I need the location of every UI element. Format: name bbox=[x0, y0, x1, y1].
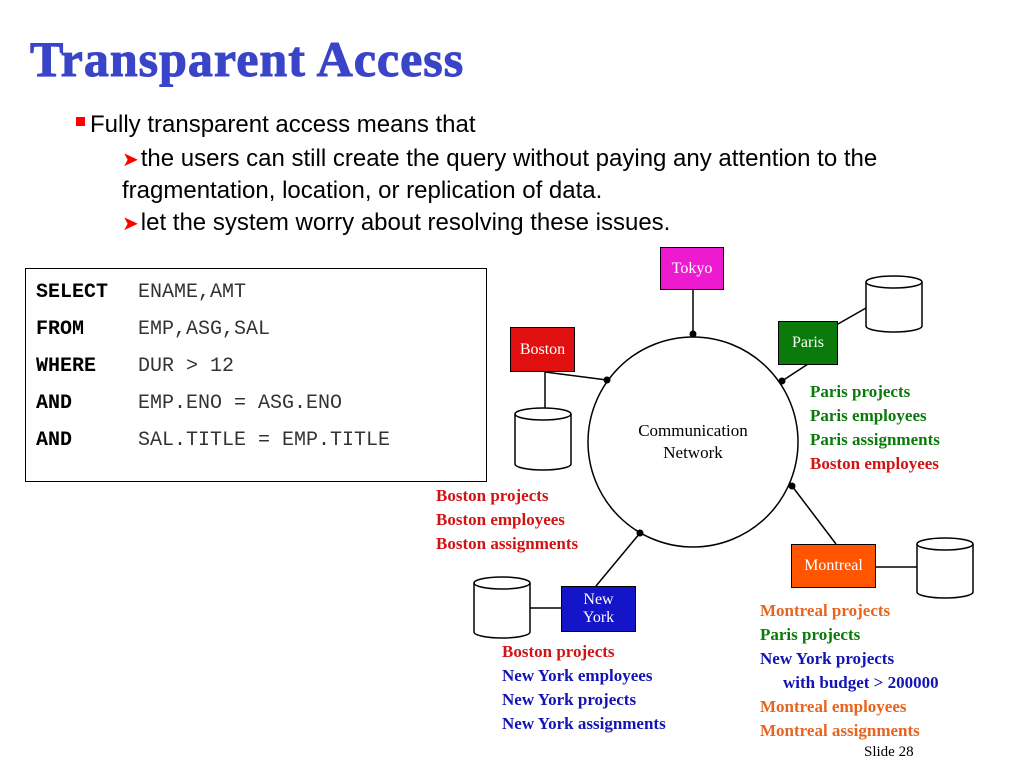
caption-paris: Paris projects Paris employees Paris ass… bbox=[810, 380, 940, 476]
caption-line: Paris projects bbox=[760, 625, 861, 644]
caption-line: with budget > 200000 bbox=[783, 673, 939, 692]
bullet-main-text: Fully transparent access means that bbox=[90, 111, 476, 138]
caption-line: Montreal projects bbox=[760, 601, 891, 620]
bullet-sub-2: ➤let the system worry about resolving th… bbox=[122, 207, 670, 240]
caption-line: New York employees bbox=[502, 666, 653, 685]
network-label-line-1: Communication bbox=[638, 421, 748, 440]
site-label-line-2: York bbox=[582, 609, 615, 626]
network-port bbox=[636, 529, 644, 537]
caption-line: New York projects bbox=[502, 690, 637, 709]
slide-number: Slide 28 bbox=[864, 744, 914, 760]
caption-line: New York assignments bbox=[502, 714, 666, 733]
caption-line: New York projects bbox=[760, 649, 895, 668]
network-port bbox=[788, 482, 796, 490]
sql-query-box: SELECT ENAME,AMT FROM EMP,ASG,SAL WHERE DUR… bbox=[25, 268, 487, 482]
sql-keyword: AND bbox=[36, 429, 73, 452]
bullet-sub-1-line-1: the users can still create the query wit… bbox=[140, 145, 878, 172]
caption-montreal: Montreal projects Paris projects New Yor… bbox=[760, 599, 939, 743]
site-label: Montreal bbox=[804, 557, 863, 574]
caption-new-york: Boston projects New York employees New Y… bbox=[502, 640, 666, 736]
bullet-main: Fully transparent access means that bbox=[76, 111, 476, 139]
caption-boston: Boston projects Boston employees Boston … bbox=[436, 484, 578, 556]
link-paris bbox=[781, 363, 809, 382]
sql-keyword: WHERE bbox=[36, 355, 97, 378]
link-montreal bbox=[791, 485, 837, 545]
bullet-sub-2-text: let the system worry about resolving the… bbox=[140, 209, 671, 236]
site-node-montreal: Montreal bbox=[791, 544, 876, 588]
network-label-line-2: Network bbox=[663, 443, 723, 462]
site-label: Paris bbox=[792, 334, 824, 351]
database-cylinder-icon bbox=[865, 275, 923, 333]
arrow-bullet-icon: ➤ bbox=[122, 213, 139, 235]
sql-value: ENAME,AMT bbox=[138, 281, 247, 304]
sql-keyword: SELECT bbox=[36, 281, 109, 304]
caption-line: Montreal employees bbox=[760, 697, 907, 716]
link-paris-db bbox=[837, 307, 867, 325]
link-newyork bbox=[595, 532, 641, 587]
network-port bbox=[689, 330, 697, 338]
database-cylinder-icon bbox=[473, 576, 531, 639]
square-bullet-icon bbox=[76, 117, 85, 126]
caption-line: Paris projects bbox=[810, 382, 911, 401]
caption-line: Boston assignments bbox=[436, 534, 579, 553]
sql-value: SAL.TITLE = EMP.TITLE bbox=[138, 429, 391, 452]
network-port bbox=[778, 377, 786, 385]
caption-line: Montreal assignments bbox=[760, 721, 920, 740]
site-node-new-york: New York bbox=[561, 586, 636, 632]
site-node-boston: Boston bbox=[510, 327, 575, 372]
arrow-bullet-icon: ➤ bbox=[122, 149, 139, 171]
network-port bbox=[603, 376, 611, 384]
sql-value: EMP,ASG,SAL bbox=[138, 318, 271, 341]
caption-line: Boston employees bbox=[436, 510, 565, 529]
bullet-sub-1-line-2: fragmentation, location, or replication … bbox=[122, 177, 603, 204]
sql-keyword: AND bbox=[36, 392, 73, 415]
slide-title: Transparent Access bbox=[29, 31, 465, 88]
database-cylinder-icon bbox=[514, 407, 572, 471]
sql-value: EMP.ENO = ASG.ENO bbox=[138, 392, 343, 415]
caption-line: Paris assignments bbox=[810, 430, 940, 449]
caption-line: Boston projects bbox=[436, 486, 549, 505]
site-label: Boston bbox=[519, 340, 566, 358]
link-boston bbox=[544, 371, 608, 381]
site-label: Tokyo bbox=[671, 259, 713, 277]
sql-keyword: FROM bbox=[36, 318, 85, 341]
sql-value: DUR > 12 bbox=[138, 355, 235, 378]
caption-line: Paris employees bbox=[810, 406, 927, 425]
network-label: Communication Network bbox=[618, 420, 768, 464]
site-node-paris: Paris bbox=[778, 321, 838, 365]
caption-line: Boston projects bbox=[502, 642, 615, 661]
site-node-tokyo: Tokyo bbox=[660, 247, 724, 290]
site-label-line-1: New bbox=[583, 591, 614, 608]
database-cylinder-icon bbox=[916, 537, 974, 599]
bullet-sub-1: ➤the users can still create the query wi… bbox=[122, 143, 877, 176]
bullet-sub-1-cont: fragmentation, location, or replication … bbox=[122, 175, 602, 207]
caption-line: Boston employees bbox=[810, 454, 939, 473]
